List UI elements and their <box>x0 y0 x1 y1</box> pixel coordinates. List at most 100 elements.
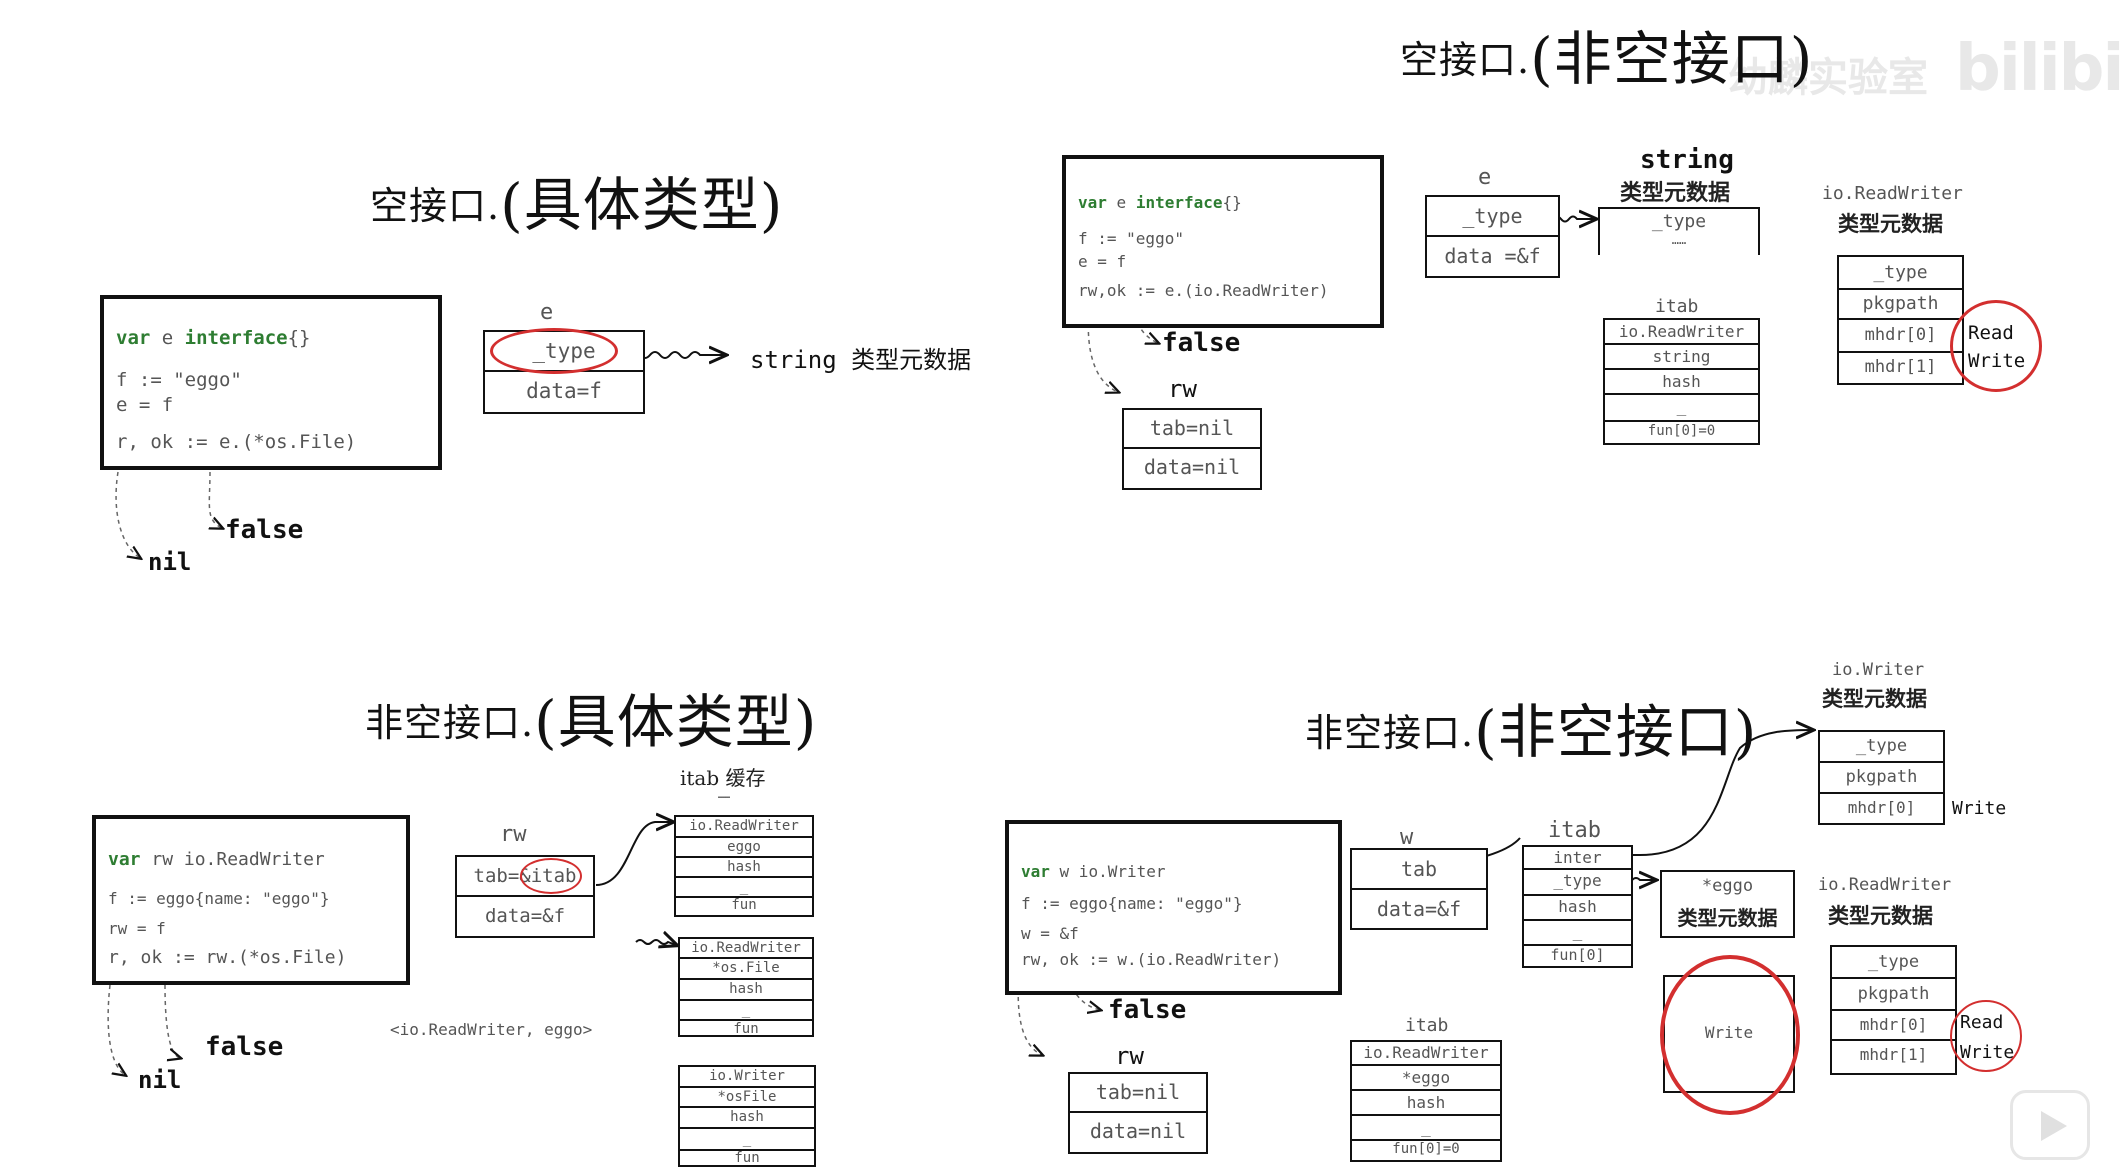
cache-cell: hash <box>676 858 812 878</box>
panel-title: 空接口.(非空接口) <box>1400 12 1813 96</box>
itab-label: itab <box>1655 296 1699 317</box>
cache-table: io.Writer *osFile hash _ fun <box>678 1065 816 1167</box>
panel-title: 空接口.(具体类型) <box>370 158 783 242</box>
itab-cell: io.ReadWriter <box>1352 1042 1500 1066</box>
string-meta-title: string <box>1640 145 1734 175</box>
var-label: rw <box>500 822 527 847</box>
rw-struct: tab=nil data=nil <box>1068 1072 1208 1154</box>
meta-cell: mhdr[0] <box>1847 798 1916 817</box>
cache-dots: …… <box>718 790 731 801</box>
highlight-circle <box>1950 300 2042 392</box>
cache-cell: *os.File <box>680 959 812 980</box>
cache-title: itab 缓存 <box>680 766 766 790</box>
result-ok: false <box>1162 328 1241 358</box>
cache-cell: io.Writer <box>680 1067 814 1088</box>
rw-meta-table: _type pkgpath mhdr[0] mhdr[1] <box>1837 255 1964 385</box>
code-line: var e interface{} <box>116 327 311 349</box>
string-meta-box: _type …… <box>1598 207 1760 255</box>
meta-cell: mhdr[0] <box>1832 1011 1955 1041</box>
cache-cell: _ <box>680 1001 812 1021</box>
itab-table: io.ReadWriter string hash _ fun[0]=0 <box>1603 318 1760 445</box>
title-main: 非空接口. <box>1305 711 1475 755</box>
title-paren: (非空接口) <box>1530 25 1814 93</box>
rw-meta-title: io.ReadWriter <box>1818 875 1952 895</box>
tl-r-dash <box>115 471 140 558</box>
code-line: e = f <box>116 394 174 416</box>
itab-cell: fun[0] <box>1550 946 1605 964</box>
play-button[interactable] <box>2010 1090 2090 1160</box>
meta-cell: _type <box>1832 947 1955 979</box>
highlight-circle <box>490 328 618 374</box>
meta-cell: mhdr[1] <box>1859 1045 1928 1064</box>
cache-cell: io.ReadWriter <box>676 817 812 838</box>
cache-table: io.ReadWriter eggo hash _ fun <box>674 815 814 917</box>
rw-meta-sub: 类型元数据 <box>1838 211 1943 236</box>
meta-cell: _type <box>1820 732 1943 763</box>
itab2-label: itab <box>1405 1015 1449 1036</box>
writer-meta-sub: 类型元数据 <box>1822 686 1927 711</box>
result-ok: false <box>1108 995 1187 1025</box>
itab-table: inter _type hash _ fun[0] <box>1522 845 1633 968</box>
code-line: f := "eggo" <box>1078 229 1184 248</box>
cache-cell: fun <box>731 898 757 913</box>
code-line: e = f <box>1078 252 1127 271</box>
title-paren: (非空接口) <box>1474 698 1758 766</box>
title-main: 空接口. <box>370 184 501 228</box>
cache-table: io.ReadWriter *os.File hash _ fun <box>678 937 814 1037</box>
string-meta-sub: 类型元数据 <box>1620 180 1731 206</box>
code-line: var w io.Writer <box>1021 862 1166 881</box>
cell-tab: tab=nil <box>1124 410 1260 449</box>
result-r: nil <box>148 548 192 576</box>
code-line: var e interface{} <box>1078 193 1242 212</box>
meta-cell: mhdr[0] <box>1839 320 1962 353</box>
code-line: w = &f <box>1021 924 1079 943</box>
meta-cell: mhdr[1] <box>1864 357 1937 377</box>
cell-ellipsis: …… <box>1671 233 1687 247</box>
cache-cell: fun <box>733 1021 759 1037</box>
code-line: r, ok := e.(*os.File) <box>116 431 357 453</box>
code-line: rw, ok := w.(io.ReadWriter) <box>1021 950 1282 969</box>
meta-cell: _type <box>1839 257 1962 290</box>
itab-cell: _ <box>1352 1116 1500 1141</box>
itab-cell: hash <box>1605 370 1758 395</box>
panel-title: 非空接口.(具体类型) <box>365 675 817 759</box>
cell-tab: tab=nil <box>1070 1074 1206 1113</box>
itab-cell: _ <box>1524 921 1631 946</box>
var-label: e <box>1478 165 1492 190</box>
highlight-circle <box>1660 955 1800 1115</box>
result-r: nil <box>138 1066 182 1094</box>
itab-key-note: <io.ReadWriter, eggo> <box>390 1020 593 1039</box>
highlight-circle <box>520 858 582 894</box>
code-block: var w io.Writer f := eggo{name: "eggo"} … <box>1005 820 1342 995</box>
cell-data: data=nil <box>1143 455 1241 479</box>
rw-label: rw <box>1115 1042 1144 1070</box>
itab-label: itab <box>1548 818 1601 843</box>
watermark-channel: 幼麟实验室 <box>1728 55 1928 101</box>
writer-method: Write <box>1952 798 2007 819</box>
code-line: rw = f <box>108 919 166 938</box>
rw-meta-sub: 类型元数据 <box>1828 903 1933 928</box>
code-line: f := "eggo" <box>116 369 242 391</box>
eggo-meta-type: *eggo <box>1701 876 1754 896</box>
panel-title: 非空接口.(非空接口) <box>1305 685 1757 769</box>
cell-data: data=f <box>526 379 602 403</box>
itab-cell: *eggo <box>1352 1066 1500 1091</box>
cell-data: data=&f <box>484 905 566 927</box>
cell-data: data=nil <box>1089 1119 1187 1143</box>
code-block: var rw io.ReadWriter f := eggo{name: "eg… <box>92 815 410 985</box>
rw-struct: tab=nil data=nil <box>1122 408 1262 490</box>
cell-data: data =&f <box>1444 244 1541 268</box>
watermark-brand: bilibili <box>1955 32 2121 106</box>
cache-cell: hash <box>680 1108 814 1129</box>
code-line: rw,ok := e.(io.ReadWriter) <box>1078 281 1329 300</box>
cache-cell: fun <box>734 1151 760 1166</box>
writer-meta-table: _type pkgpath mhdr[0] <box>1818 730 1945 825</box>
itab-cell: string <box>1605 345 1758 370</box>
play-icon <box>2041 1111 2067 1141</box>
bl-wavy-arrow <box>635 940 676 945</box>
itab2-table: io.ReadWriter *eggo hash _ fun[0]=0 <box>1350 1040 1502 1162</box>
eggo-meta-box: *eggo 类型元数据 <box>1660 870 1795 938</box>
cell-data: data=&f <box>1376 897 1462 921</box>
rw-label: rw <box>1168 375 1197 403</box>
cache-cell: _ <box>680 1129 814 1151</box>
